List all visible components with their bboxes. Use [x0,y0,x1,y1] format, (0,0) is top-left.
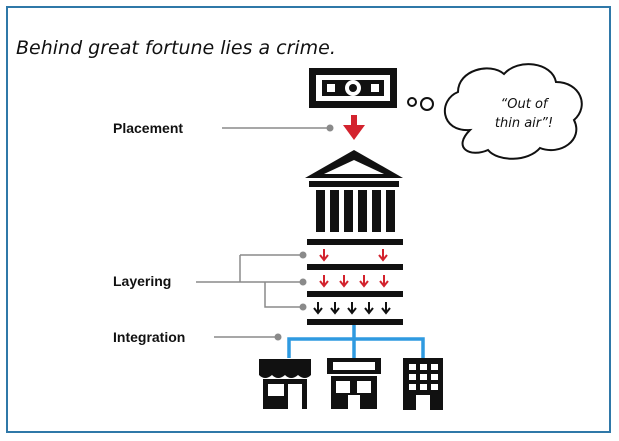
placement-arrow [343,115,365,140]
thought-line-2: thin air”! [494,116,554,131]
integration-label: Integration [113,329,186,345]
storefront-icon [259,359,311,409]
placement-leader [222,124,334,132]
layering-leader [196,254,303,308]
layering-bars [307,239,403,325]
integration-leader [214,333,282,341]
integration-connectors [287,325,425,358]
diagram-title: Behind great fortune lies a crime. [16,37,336,59]
thought-bubble [407,63,583,160]
shop-icon [327,358,381,409]
bank-building-icon [305,150,403,232]
layering-arrows-row1 [319,249,388,262]
layering-arrows-row3 [313,302,391,315]
layering-label: Layering [113,273,172,289]
thought-bubble-text: “Out of thin air”! [474,95,574,133]
office-building-icon [403,358,443,410]
layering-arrows-row2 [319,275,389,288]
layering-leader-dots [299,251,307,311]
thought-line-1: “Out of [500,97,548,112]
placement-label: Placement [113,120,184,136]
banknote-icon [309,68,397,108]
